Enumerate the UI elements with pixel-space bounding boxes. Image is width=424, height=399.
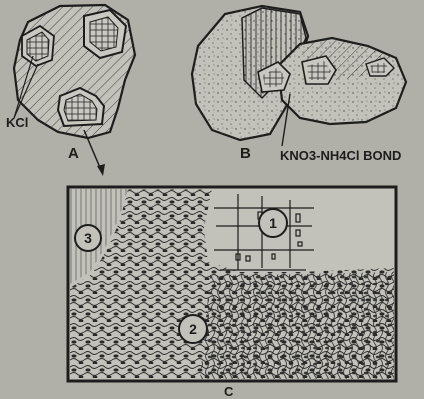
- label-kcl: KCl: [6, 116, 28, 129]
- region-marker-2: 2: [178, 314, 208, 344]
- label-a: A: [68, 146, 79, 161]
- region-marker-1: 1: [258, 208, 288, 238]
- label-b: B: [240, 146, 251, 161]
- region-number-2: 2: [189, 322, 197, 336]
- region-marker-3: 3: [74, 224, 102, 252]
- region-number-3: 3: [84, 231, 92, 245]
- label-bond: KNO3-NH4Cl BOND: [280, 149, 401, 162]
- particle-b: [192, 6, 406, 146]
- panel-c: [68, 187, 396, 381]
- region-number-1: 1: [269, 216, 277, 230]
- label-c: C: [224, 385, 233, 398]
